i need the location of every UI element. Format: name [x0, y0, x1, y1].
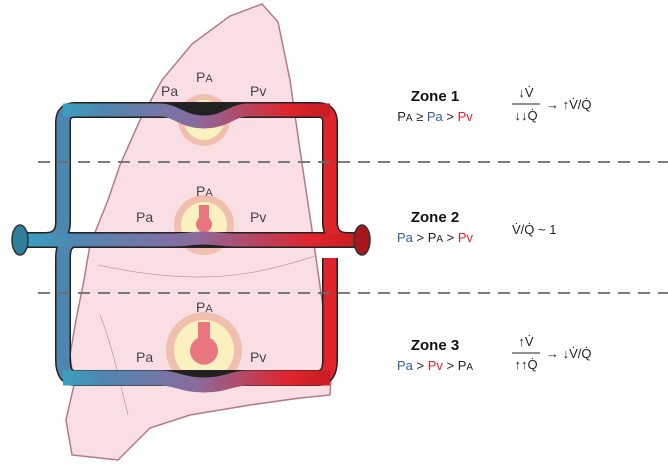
zone-1-ratio-denominator: ↓↓Q̇	[514, 108, 537, 123]
vessels-color	[25, 103, 362, 393]
artery-inlet-cap	[11, 224, 29, 256]
zone-3-title: Zone 3	[411, 337, 459, 354]
lung-fissure-lower	[99, 314, 129, 416]
alveolus-zone-3	[166, 312, 242, 388]
zone-3-ratio-numerator: ↑V̇	[518, 334, 534, 349]
pv-label-zone-2: Pv	[250, 209, 266, 225]
zone-2-condition: Pa > PA > Pv	[397, 230, 474, 245]
pa-label-zone-3: Pa	[136, 349, 153, 365]
zone-1-condition: PA ≥ Pa > Pv	[397, 109, 473, 124]
alveolar-pressure-label-zone-3: PA	[196, 299, 213, 315]
zone-3-condition: Pa > Pv > PA	[397, 358, 473, 373]
zone-2-title: Zone 2	[411, 209, 459, 226]
alveolar-pressure-label-zone-2: PA	[196, 183, 213, 199]
zone-1-ratio-result: → ↑V̇/Q̇	[546, 97, 592, 112]
zone-3-ratio-result: → ↓V̇/Q̇	[546, 346, 592, 361]
zone-3-ratio-denominator: ↑↑Q̇	[514, 357, 537, 372]
pa-label-zone-2: Pa	[136, 209, 153, 225]
zone-1-ratio-numerator: ↓V̇	[518, 85, 534, 100]
pa-label-zone-1: Pa	[161, 83, 178, 99]
alveolar-pressure-label-zone-1: PA	[196, 69, 213, 85]
vein-outlet-cap	[353, 224, 371, 256]
zone-1-title: Zone 1	[411, 88, 459, 105]
lung-fissure	[97, 255, 316, 278]
pv-label-zone-3: Pv	[250, 349, 266, 365]
zone-2-ratio: V̇/Q̇ ~ 1	[512, 222, 556, 237]
pv-label-zone-1: Pv	[250, 83, 266, 99]
